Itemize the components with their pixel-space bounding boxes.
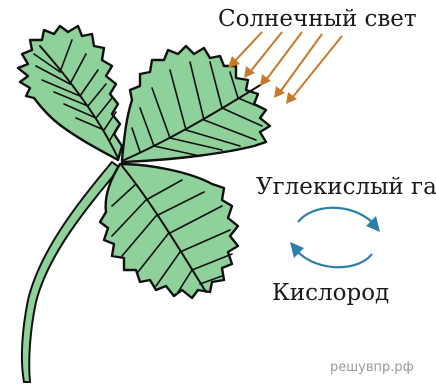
- leaflet-left: [18, 26, 122, 160]
- watermark: решувпр.рф: [330, 360, 414, 375]
- carbon-dioxide-label: Углекислый газ: [256, 176, 436, 199]
- oxygen-label: Кислород: [272, 282, 389, 305]
- cycle-arrows-icon: [290, 208, 380, 268]
- leaflet-upper-right: [122, 46, 270, 162]
- sunlight-label: Солнечный свет: [218, 8, 417, 31]
- leaf-stem: [22, 162, 120, 382]
- strawberry-leaf-icon: [18, 26, 270, 298]
- leaflet-lower: [100, 164, 238, 298]
